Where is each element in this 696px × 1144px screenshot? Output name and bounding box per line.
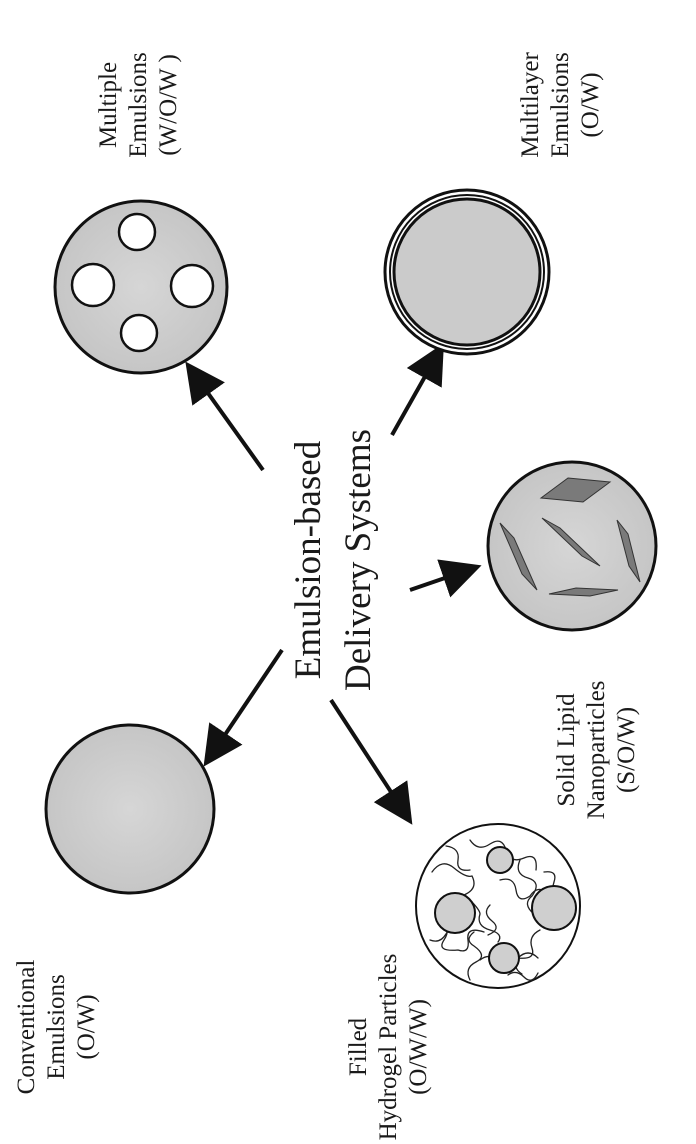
center-title-line2: Delivery Systems <box>338 429 379 691</box>
conventional-label-line3: (O/W) <box>73 994 100 1059</box>
arrow-to-multiple <box>190 368 263 470</box>
center-title-line1: Emulsion-based <box>288 440 329 679</box>
multilayer-emulsion-particle <box>385 190 549 354</box>
conventional-label-line2: Emulsions <box>43 974 70 1080</box>
multilayer-label-line3: (O/W) <box>577 72 604 137</box>
conventional-label-line1: Conventional <box>13 960 40 1095</box>
hydrogel-label-line1: Filled <box>345 1017 372 1076</box>
conventional-emulsion-particle <box>46 725 214 893</box>
solid-lipid-particle <box>488 462 656 630</box>
multilayer-label-line2: Emulsions <box>547 52 574 158</box>
hydrogel-label: Filled Hydrogel Particles (O/W/W) <box>345 954 432 1141</box>
multiple-emulsion-particle <box>55 201 227 373</box>
multiple-label-line2: Emulsions <box>125 52 152 158</box>
multiple-emulsion-label: Multiple Emulsions (W/O/W ) <box>95 52 182 158</box>
conventional-emulsion-label: Conventional Emulsions (O/W) <box>13 960 100 1095</box>
hydrogel-particle <box>416 824 580 988</box>
solid-lipid-label-line2: Nanoparticles <box>583 681 610 820</box>
hydrogel-label-line2: Hydrogel Particles <box>375 954 402 1141</box>
multilayer-emulsion-label: Multilayer Emulsions (O/W) <box>517 52 604 158</box>
solid-lipid-label-line3: (S/O/W) <box>613 707 640 793</box>
solid-lipid-label: Solid Lipid Nanoparticles (S/O/W) <box>553 681 640 820</box>
solid-lipid-label-line1: Solid Lipid <box>553 693 580 807</box>
arrow-to-multilayer <box>392 350 440 435</box>
multiple-label-line3: (W/O/W ) <box>155 54 182 156</box>
hydrogel-label-line3: (O/W/W) <box>405 999 432 1095</box>
arrow-to-hydrogel <box>331 700 408 818</box>
arrow-to-solid-lipid <box>410 568 474 590</box>
multilayer-label-line1: Multilayer <box>517 52 544 158</box>
arrow-to-conventional <box>208 650 282 760</box>
center-title: Emulsion-based Delivery Systems <box>288 429 379 691</box>
multiple-label-line1: Multiple <box>95 62 122 148</box>
